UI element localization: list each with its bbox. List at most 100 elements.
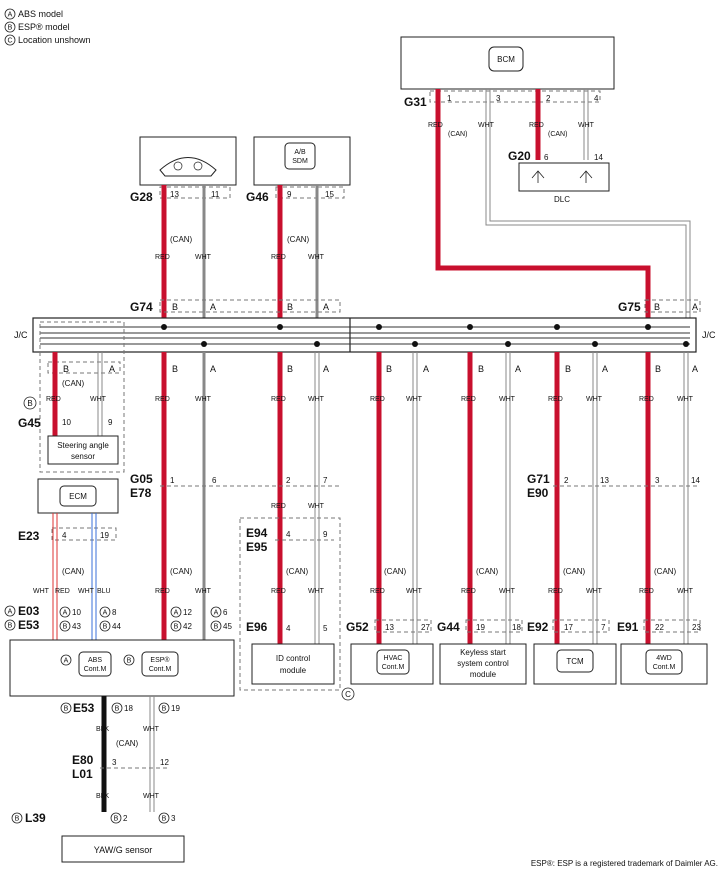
steering-wht-label: WHT xyxy=(90,396,107,403)
junction-connector: J/C J/C xyxy=(14,317,716,353)
g31-pin-2: 2 xyxy=(546,94,551,103)
e23-pin-4: 4 xyxy=(62,531,67,540)
l39-pin-marker-text: B xyxy=(114,816,119,823)
g44-pin-18: 18 xyxy=(512,623,521,632)
id-location-marker-text: C xyxy=(345,690,351,699)
e96-pin-4: 4 xyxy=(286,624,291,633)
abs-box-marker-text: A xyxy=(64,658,69,665)
jc-box xyxy=(32,317,697,353)
steering-box xyxy=(47,435,119,465)
g45-pin-9: 9 xyxy=(108,418,113,427)
jc-pin-a-7: A xyxy=(692,364,698,374)
l39-pin-marker-2-text: B xyxy=(162,816,167,823)
bcm-can-wht-wire-2 xyxy=(489,89,691,318)
abs-marker-text: A xyxy=(63,610,68,617)
steering-esp-marker-text: B xyxy=(27,399,32,408)
hvac-label-2: Cont.M xyxy=(382,664,405,671)
conn-e91: E91 xyxy=(617,620,639,634)
jc-pin-a-3: A xyxy=(323,364,329,374)
e53-pin-44: 44 xyxy=(112,622,121,631)
meter-gauge-icon-2 xyxy=(193,161,203,171)
e23-pin-19: 19 xyxy=(100,531,109,540)
g45-pin-10: 10 xyxy=(62,418,71,427)
conn-l01: L01 xyxy=(72,767,93,781)
jc-pin-b: B xyxy=(63,364,69,374)
jc-pin-b-7: B xyxy=(655,364,661,374)
conn-e53: E53 xyxy=(18,618,40,632)
dlc-pin-14: 14 xyxy=(594,153,603,162)
g74-pin-a-2: A xyxy=(323,302,329,312)
jc-pin-a-4: A xyxy=(423,364,429,374)
abs-red-label: RED xyxy=(155,396,170,403)
jc-splice-5 xyxy=(376,324,382,330)
g31-pin-3: 3 xyxy=(496,94,501,103)
esp-marker xyxy=(59,620,71,632)
g71-pin-3: 3 xyxy=(655,476,660,485)
yaw-blk-label-2: BLK xyxy=(96,793,110,800)
g05-pin-6: 6 xyxy=(212,476,217,485)
id-red-label: RED xyxy=(271,396,286,403)
ecm-wht-label-2: WHT xyxy=(78,588,95,595)
e03-abs-marker-text: A xyxy=(8,609,13,616)
e53-bottom-marker xyxy=(60,702,72,714)
g74-connector-outline xyxy=(159,299,341,313)
yaw-label: YAW/G sensor xyxy=(94,845,153,855)
id-red-label-2: RED xyxy=(271,503,286,510)
g75-pin-b: B xyxy=(654,302,660,312)
jc-pin-a-5: A xyxy=(515,364,521,374)
sdm-wht-label: WHT xyxy=(308,254,325,261)
e53-pin-19: 19 xyxy=(171,704,180,713)
jc-splice-8 xyxy=(505,341,511,347)
keyless-can-label: (CAN) xyxy=(476,567,499,576)
yaw-blk-label: BLK xyxy=(96,726,110,733)
g71-pin-2: 2 xyxy=(564,476,569,485)
legend-marker-c xyxy=(4,34,16,46)
id-label-1: ID control xyxy=(276,654,310,663)
jc-label-left: J/C xyxy=(14,330,28,340)
e94-pin-9: 9 xyxy=(323,530,328,539)
e96-pin-5: 5 xyxy=(323,624,328,633)
conn-g28: G28 xyxy=(130,190,153,204)
keyless-red-label-2: RED xyxy=(461,588,476,595)
jc-label-right: J/C xyxy=(702,330,716,340)
l39-marker-text: B xyxy=(15,816,20,823)
conn-g71: G71 xyxy=(527,472,550,486)
bcm2-wht-label: WHT xyxy=(578,122,595,129)
e53-pin-18: 18 xyxy=(124,704,133,713)
abs-esp-box xyxy=(9,639,235,697)
g46-pin-15: 15 xyxy=(325,190,334,199)
abs-marker-3 xyxy=(170,606,182,618)
legend-abs: ABS model xyxy=(18,9,63,19)
e53-pin-43: 43 xyxy=(72,622,81,631)
ecm-blu-label: BLU xyxy=(97,588,111,595)
e53-pin-marker-2 xyxy=(158,702,170,714)
dlc-terminal-icon xyxy=(531,170,545,183)
e92-connector-outline xyxy=(552,619,610,633)
tcm-red-label-2: RED xyxy=(548,588,563,595)
conn-e95: E95 xyxy=(246,540,268,554)
g44-connector-outline xyxy=(465,619,523,633)
abs-marker-4 xyxy=(210,606,222,618)
keyless-wht-label-2: WHT xyxy=(499,588,516,595)
jc-pin-a-6: A xyxy=(602,364,608,374)
hvac-red-label-2: RED xyxy=(370,588,385,595)
yaw-wht-label-2: WHT xyxy=(143,793,160,800)
abs-marker-4-text: A xyxy=(214,610,219,617)
legend-location: Location unshown xyxy=(18,35,91,45)
e03-pin-12: 12 xyxy=(183,608,192,617)
e23-connector-outline xyxy=(51,527,117,541)
hvac-label-1: HVAC xyxy=(384,655,403,662)
e92-pin-7: 7 xyxy=(601,623,606,632)
e80-pin-12: 12 xyxy=(160,758,169,767)
hvac-wht-label: WHT xyxy=(406,396,423,403)
e92-pin-17: 17 xyxy=(564,623,573,632)
jc-splice-10 xyxy=(592,341,598,347)
keyless-box xyxy=(439,643,527,685)
abs-module-icon xyxy=(78,651,112,677)
e53-pin-42: 42 xyxy=(183,622,192,631)
keyless-wht-label: WHT xyxy=(499,396,516,403)
id-red-label-3: RED xyxy=(271,588,286,595)
fwd-red-label: RED xyxy=(639,396,654,403)
g31-connector-outline xyxy=(429,90,601,103)
keyless-label-2: system control xyxy=(457,659,509,668)
